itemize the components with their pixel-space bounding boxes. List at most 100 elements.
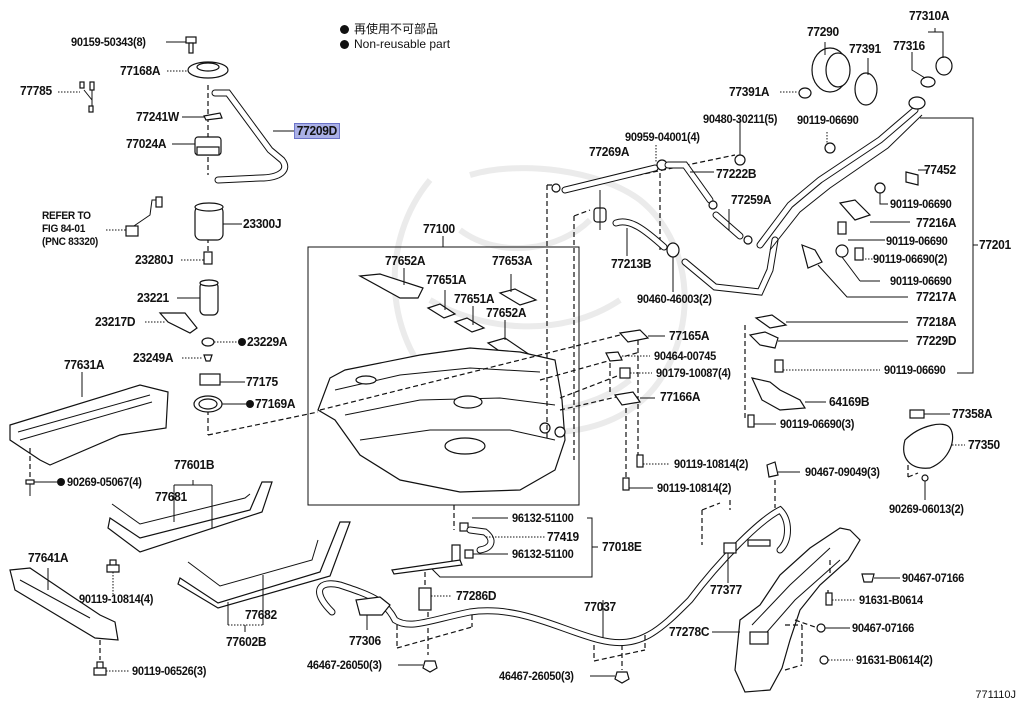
callout-77290[interactable]: 77290	[807, 24, 839, 39]
callout-90119-10814-4[interactable]: 90119-10814(4)	[79, 592, 154, 606]
callout-90159-50343[interactable]: 90159-50343(8)	[71, 35, 146, 49]
callout-77602B[interactable]: 77602B	[226, 634, 267, 649]
callout-77269A[interactable]: 77269A	[589, 144, 630, 159]
callout-77391[interactable]: 77391	[849, 41, 881, 56]
callout-77222B[interactable]: 77222B	[716, 166, 757, 181]
callout-77653A[interactable]: 77653A	[492, 253, 533, 268]
callout-77229D[interactable]: 77229D	[916, 333, 957, 348]
callout-90460-46003[interactable]: 90460-46003(2)	[637, 292, 712, 306]
callout-90119-06690-3[interactable]: 90119-06690(3)	[780, 417, 855, 431]
callout-77286D[interactable]: 77286D	[456, 588, 497, 603]
callout-77217A[interactable]: 77217A	[916, 289, 957, 304]
callout-77259A[interactable]: 77259A	[731, 192, 772, 207]
callout-23221[interactable]: 23221	[137, 290, 169, 305]
callout-90959-04001[interactable]: 90959-04001(4)	[625, 130, 700, 144]
callout-77100[interactable]: 77100	[423, 221, 455, 236]
callout-96132-51100-b[interactable]: 96132-51100	[512, 547, 574, 561]
callout-77419[interactable]: 77419	[547, 529, 579, 544]
callout-77652A-2[interactable]: 77652A	[486, 305, 527, 320]
callout-77213B[interactable]: 77213B	[611, 256, 652, 271]
part-77601B	[107, 480, 273, 553]
tank-brackets	[605, 329, 670, 491]
callout-90464-00745[interactable]: 90464-00745	[654, 349, 717, 363]
callout-96132-51100-a[interactable]: 96132-51100	[512, 511, 574, 525]
bolt-90159	[166, 36, 197, 54]
callout-91631-B0614[interactable]: 91631-B0614	[859, 593, 923, 607]
callout-23249A[interactable]: 23249A	[133, 350, 174, 365]
non-reusable-dot	[238, 338, 246, 346]
callout-77306[interactable]: 77306	[349, 633, 381, 648]
callout-77641A[interactable]: 77641A	[28, 550, 69, 565]
callout-77452[interactable]: 77452	[924, 162, 956, 177]
part-77785	[58, 81, 95, 113]
callout-90119-06690-b[interactable]: 90119-06690	[886, 234, 948, 248]
callout-77216A[interactable]: 77216A	[916, 215, 957, 230]
part-90119-06526	[93, 661, 130, 676]
callout-77631A[interactable]: 77631A	[64, 357, 105, 372]
callout-90179-10087[interactable]: 90179-10087(4)	[656, 366, 731, 380]
callout-90119-06690-top[interactable]: 90119-06690	[797, 113, 859, 127]
part-23221	[177, 279, 219, 316]
callout-77165A[interactable]: 77165A	[669, 328, 710, 343]
callout-77209D-highlighted[interactable]: 77209D	[294, 123, 340, 139]
callout-90467-07166-b[interactable]: 90467-07166	[852, 621, 915, 635]
callout-77310A[interactable]: 77310A	[909, 8, 950, 23]
callout-77278C[interactable]: 77278C	[669, 624, 710, 639]
callout-77651A-2[interactable]: 77651A	[454, 291, 495, 306]
refer-note[interactable]: REFER TO FIG 84-01 (PNC 83320)	[42, 210, 99, 248]
callout-64169B[interactable]: 64169B	[829, 394, 870, 409]
callout-77785[interactable]: 77785	[20, 83, 52, 98]
callout-77201[interactable]: 77201	[979, 237, 1011, 252]
callout-46467-26050-a[interactable]: 46467-26050(3)	[307, 658, 382, 672]
part-77631A	[9, 372, 169, 478]
callout-90269-05067[interactable]: 90269-05067(4)	[67, 475, 142, 489]
callout-77652A-1[interactable]: 77652A	[385, 253, 426, 268]
callout-77241W[interactable]: 77241W	[136, 109, 179, 124]
callout-91631-B0614-2[interactable]: 91631-B0614(2)	[856, 653, 933, 667]
callout-77018E[interactable]: 77018E	[602, 539, 642, 554]
callout-23300J[interactable]: 23300J	[243, 216, 282, 231]
callout-77681[interactable]: 77681	[155, 489, 187, 504]
callout-77169A[interactable]: 77169A	[255, 396, 296, 411]
part-sender-83320	[106, 196, 163, 237]
part-90119-10814-4	[106, 559, 120, 595]
callout-77358A[interactable]: 77358A	[952, 406, 993, 421]
callout-90119-06690-2[interactable]: 90119-06690(2)	[873, 252, 948, 266]
callout-77175[interactable]: 77175	[246, 374, 278, 389]
callout-90119-06690-d[interactable]: 90119-06690	[884, 363, 946, 377]
callout-77168A[interactable]: 77168A	[120, 63, 161, 78]
callout-77218A[interactable]: 77218A	[916, 314, 957, 329]
callout-23280J[interactable]: 23280J	[135, 252, 174, 267]
callout-90119-10814-2a[interactable]: 90119-10814(2)	[674, 457, 749, 471]
callout-77377[interactable]: 77377	[710, 582, 742, 597]
part-23249A	[182, 354, 213, 362]
callout-77682[interactable]: 77682	[245, 607, 277, 622]
callout-77316[interactable]: 77316	[893, 38, 925, 53]
callout-77350[interactable]: 77350	[968, 437, 1000, 452]
part-77306-cable-77037	[316, 480, 791, 684]
callout-77391A[interactable]: 77391A	[729, 84, 770, 99]
callout-46467-26050-b[interactable]: 46467-26050(3)	[499, 669, 574, 683]
pads-insulators	[358, 268, 538, 361]
callout-23229A[interactable]: 23229A	[247, 334, 288, 349]
callout-90119-06690-a[interactable]: 90119-06690	[890, 197, 952, 211]
callout-77601B[interactable]: 77601B	[174, 457, 215, 472]
part-23280J	[181, 251, 213, 265]
non-reusable-dot	[57, 478, 65, 486]
callout-90269-06013[interactable]: 90269-06013(2)	[889, 502, 964, 516]
callout-23217D[interactable]: 23217D	[95, 314, 136, 329]
callout-90119-10814-2b[interactable]: 90119-10814(2)	[657, 481, 732, 495]
callout-77037[interactable]: 77037	[584, 599, 616, 614]
callout-77651A-1[interactable]: 77651A	[426, 272, 467, 287]
callout-90119-06690-c[interactable]: 90119-06690	[890, 274, 952, 288]
callout-90467-07166-a[interactable]: 90467-07166	[902, 571, 965, 585]
callout-90119-06526[interactable]: 90119-06526(3)	[132, 664, 207, 678]
filled-circle-icon	[340, 40, 349, 49]
callout-90480-30211[interactable]: 90480-30211(5)	[703, 112, 778, 126]
diagram-code: 771110J	[975, 689, 1016, 701]
callout-77166A[interactable]: 77166A	[660, 389, 701, 404]
callout-90467-09049[interactable]: 90467-09049(3)	[805, 465, 880, 479]
callout-77024A[interactable]: 77024A	[126, 136, 167, 151]
